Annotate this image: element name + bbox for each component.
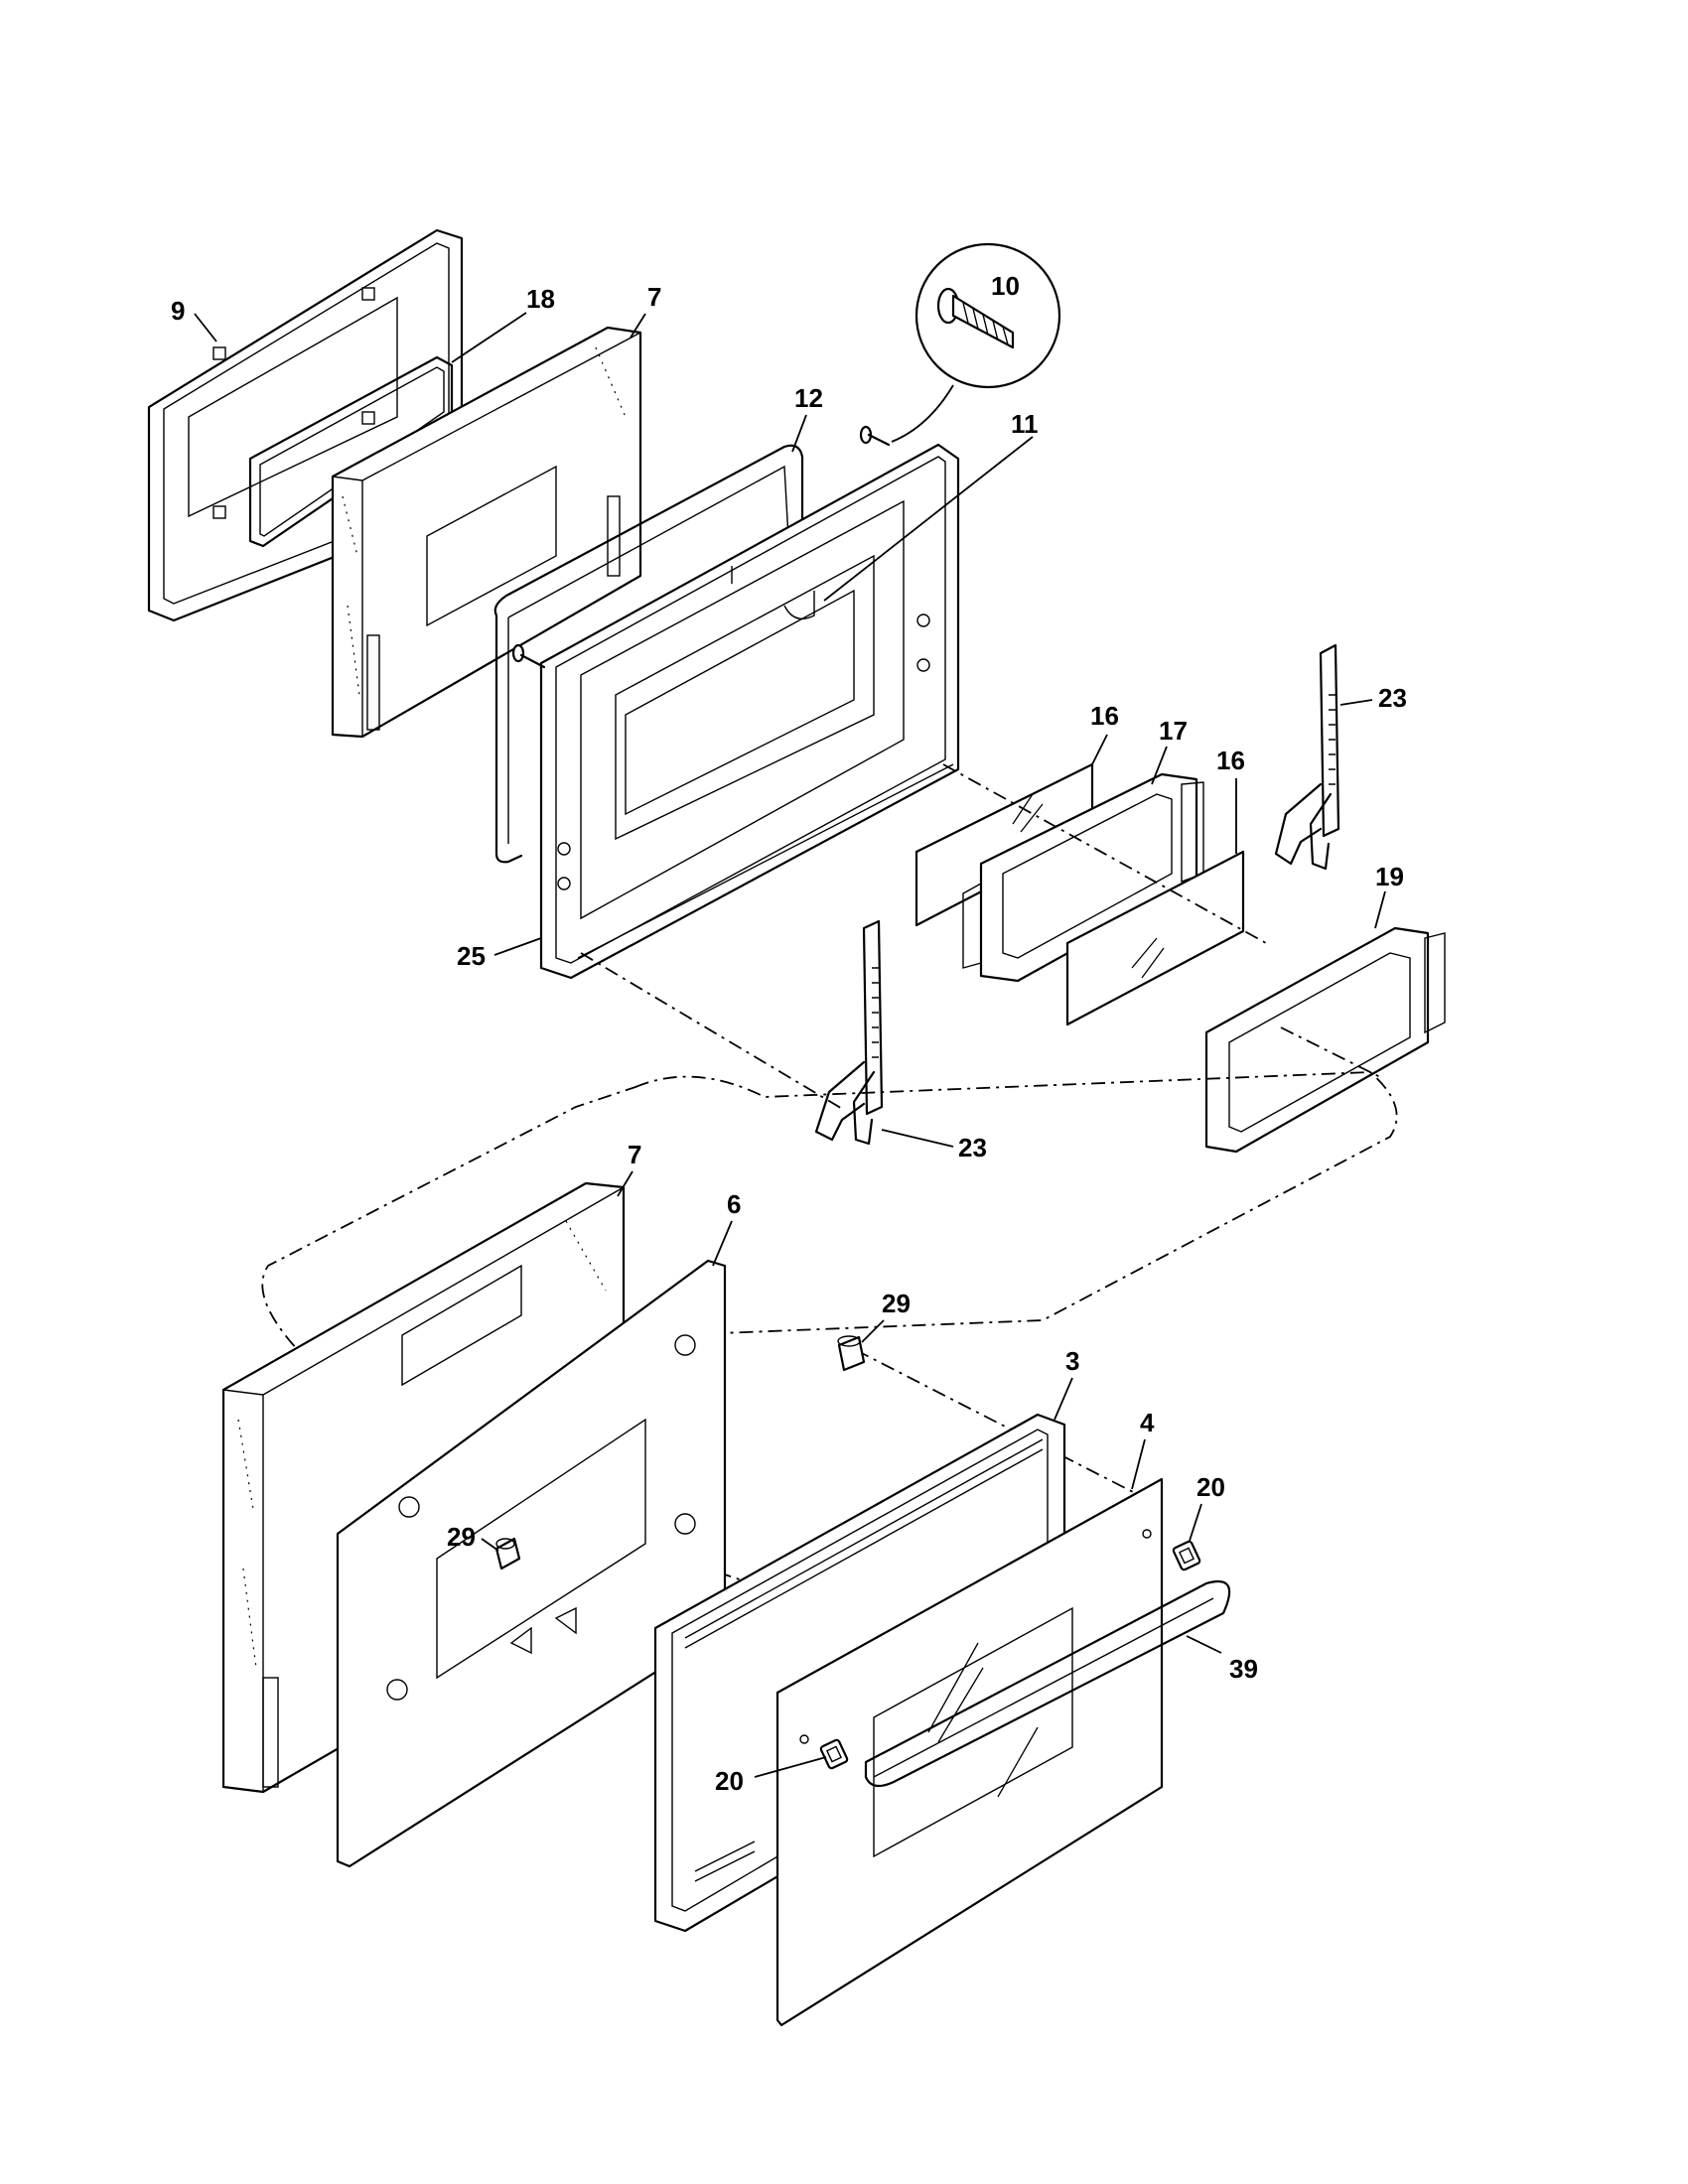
door-handle bbox=[864, 1579, 1231, 1788]
small-screw-icon bbox=[859, 425, 891, 447]
callout-29-upper: 29 bbox=[882, 1289, 911, 1318]
screw-icon bbox=[936, 287, 1015, 349]
screw-detail-callout bbox=[859, 242, 1061, 447]
callout-3: 3 bbox=[1065, 1346, 1079, 1376]
door-hinge-left bbox=[814, 919, 884, 1146]
callout-10: 10 bbox=[991, 271, 1020, 301]
outer-door-panel bbox=[775, 1477, 1164, 2027]
callout-labels: 9 18 7 10 12 11 16 17 16 23 19 25 23 7 6… bbox=[171, 271, 1407, 1796]
callout-17: 17 bbox=[1159, 716, 1188, 746]
callout-16-front: 16 bbox=[1216, 746, 1245, 775]
callout-7-lower: 7 bbox=[628, 1140, 641, 1169]
glass-holder-frame bbox=[1204, 926, 1446, 1154]
callout-29-lower: 29 bbox=[447, 1522, 476, 1552]
callout-25: 25 bbox=[457, 941, 486, 971]
callout-6: 6 bbox=[727, 1189, 741, 1219]
door-spacer-lower bbox=[494, 1537, 521, 1570]
callout-39: 39 bbox=[1229, 1654, 1258, 1684]
glass-panel-front bbox=[1065, 850, 1245, 1026]
handle-mount-right bbox=[1172, 1540, 1201, 1571]
callout-18: 18 bbox=[526, 284, 555, 314]
callout-11: 11 bbox=[1011, 409, 1039, 439]
leader-lines bbox=[194, 312, 1386, 1778]
callout-20-right: 20 bbox=[1196, 1472, 1225, 1502]
callout-23-right: 23 bbox=[1378, 683, 1407, 713]
upper-insulation-block bbox=[331, 326, 642, 739]
callout-12: 12 bbox=[794, 383, 823, 413]
callout-16-rear: 16 bbox=[1090, 701, 1119, 731]
callout-4: 4 bbox=[1140, 1408, 1155, 1437]
callout-7-upper: 7 bbox=[647, 282, 661, 312]
door-seal-gasket bbox=[493, 444, 804, 864]
door-hinge-right bbox=[1274, 643, 1340, 871]
door-spacer-upper bbox=[837, 1335, 866, 1372]
callout-9: 9 bbox=[171, 296, 185, 326]
callout-20-left: 20 bbox=[715, 1766, 744, 1796]
callout-19: 19 bbox=[1375, 862, 1404, 891]
frame-screw-icon bbox=[511, 643, 546, 669]
callout-23-left: 23 bbox=[958, 1133, 987, 1162]
